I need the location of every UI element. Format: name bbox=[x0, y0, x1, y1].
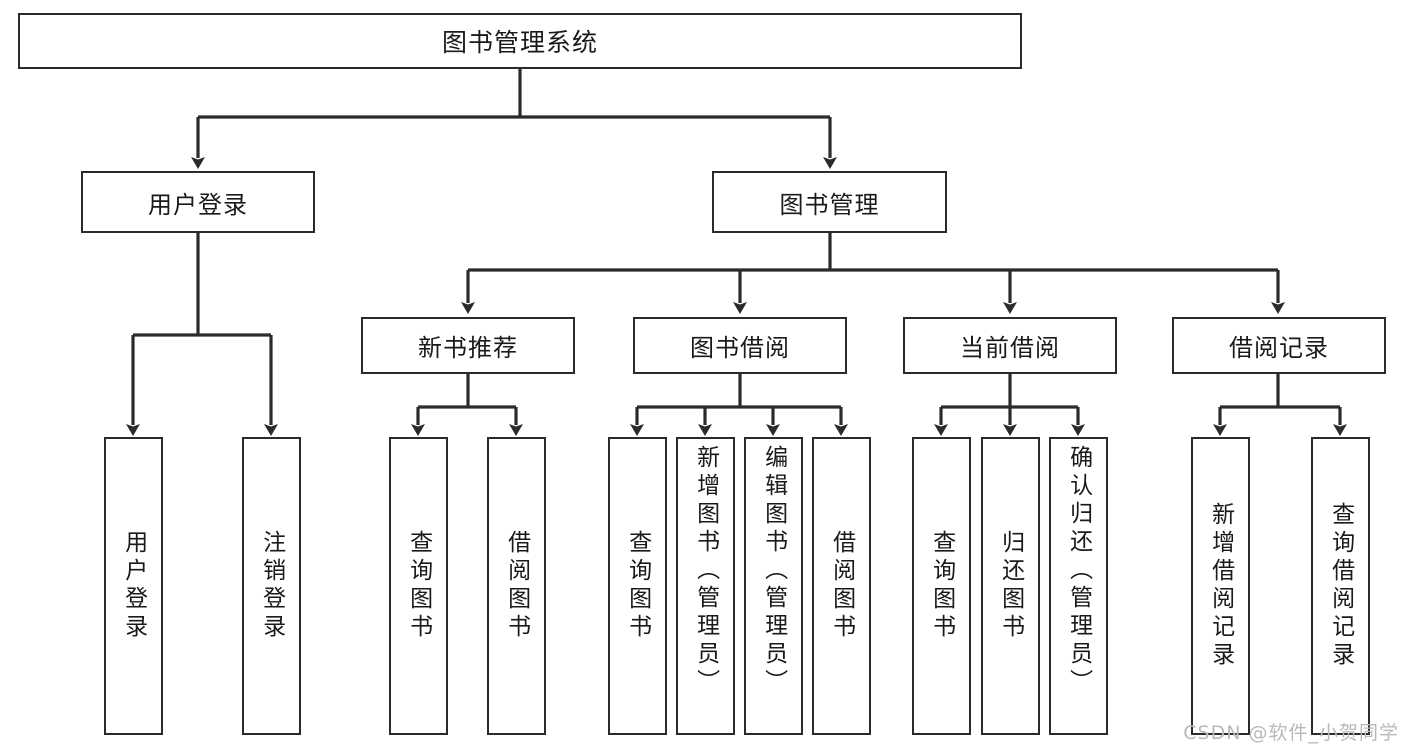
node-label: 新增借阅记录 bbox=[1207, 502, 1234, 670]
leaf-record-query-record[interactable]: 查询借阅记录 bbox=[1311, 437, 1370, 735]
node-root[interactable]: 图书管理系统 bbox=[18, 13, 1022, 69]
leaf-borrow-borrow-book[interactable]: 借阅图书 bbox=[812, 437, 871, 735]
leaf-current-query-book[interactable]: 查询图书 bbox=[912, 437, 971, 735]
leaf-user-login[interactable]: 用户登录 bbox=[104, 437, 163, 735]
node-label: 新书推荐 bbox=[418, 334, 518, 362]
node-label: 图书借阅 bbox=[690, 334, 790, 362]
watermark: CSDN @软件_小贺同学 bbox=[1183, 722, 1399, 744]
leaf-current-return-book[interactable]: 归还图书 bbox=[981, 437, 1040, 735]
leaf-current-confirm-return[interactable]: 确认归还（管理员） bbox=[1049, 437, 1108, 735]
node-label: 用户登录 bbox=[120, 530, 147, 642]
node-label: 查询图书 bbox=[928, 530, 955, 642]
node-label: 编辑图书（管理员） bbox=[760, 445, 787, 697]
node-label: 查询图书 bbox=[624, 530, 651, 642]
node-borrow-record[interactable]: 借阅记录 bbox=[1172, 317, 1386, 374]
node-label: 图书管理 bbox=[779, 190, 880, 219]
node-label: 图书管理系统 bbox=[441, 28, 598, 57]
node-label: 新增图书（管理员） bbox=[692, 445, 719, 697]
leaf-record-add-record[interactable]: 新增借阅记录 bbox=[1191, 437, 1250, 735]
node-label: 归还图书 bbox=[997, 530, 1024, 642]
leaf-recommend-borrow-book[interactable]: 借阅图书 bbox=[487, 437, 546, 735]
leaf-borrow-add-book[interactable]: 新增图书（管理员） bbox=[676, 437, 735, 735]
node-user-login[interactable]: 用户登录 bbox=[81, 171, 315, 233]
node-label: 注销登录 bbox=[258, 530, 285, 642]
node-label: 确认归还（管理员） bbox=[1065, 445, 1092, 697]
node-current-borrow[interactable]: 当前借阅 bbox=[903, 317, 1117, 374]
node-label: 借阅图书 bbox=[828, 530, 855, 642]
node-label: 借阅图书 bbox=[503, 530, 530, 642]
node-label: 借阅记录 bbox=[1229, 334, 1329, 362]
node-book-borrow[interactable]: 图书借阅 bbox=[633, 317, 847, 374]
leaf-recommend-query-book[interactable]: 查询图书 bbox=[389, 437, 448, 735]
node-label: 查询借阅记录 bbox=[1327, 502, 1354, 670]
leaf-borrow-query-book[interactable]: 查询图书 bbox=[608, 437, 667, 735]
node-label: 用户登录 bbox=[148, 190, 248, 219]
leaf-user-logout[interactable]: 注销登录 bbox=[242, 437, 301, 735]
leaf-borrow-edit-book[interactable]: 编辑图书（管理员） bbox=[744, 437, 803, 735]
node-new-book-recommend[interactable]: 新书推荐 bbox=[361, 317, 575, 374]
node-label: 查询图书 bbox=[405, 530, 432, 642]
node-label: 当前借阅 bbox=[960, 334, 1060, 362]
node-book-management[interactable]: 图书管理 bbox=[712, 171, 947, 233]
